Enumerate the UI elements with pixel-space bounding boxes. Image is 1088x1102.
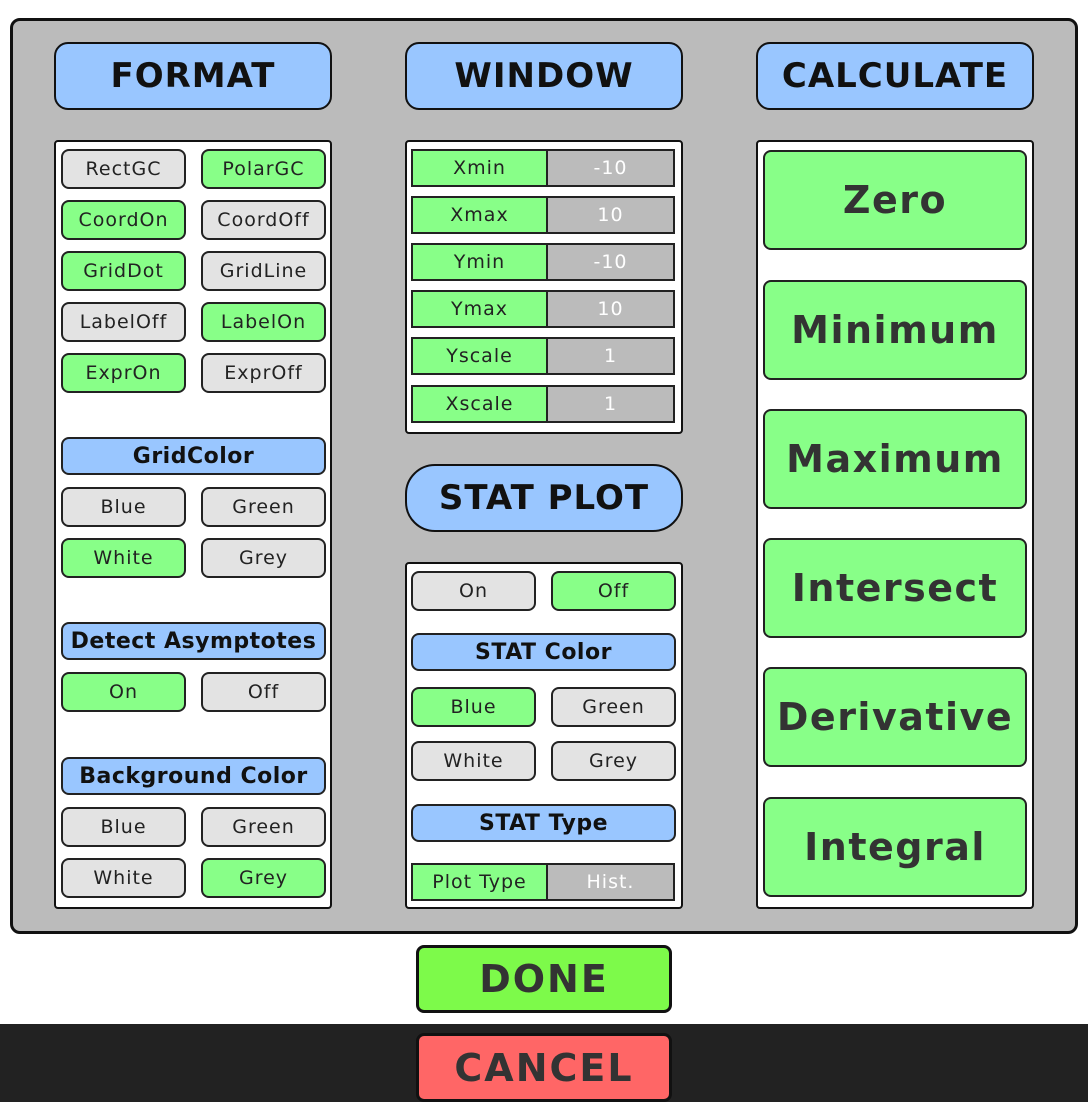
xmin-label: Xmin bbox=[413, 151, 548, 185]
bg-color-grey-button[interactable]: Grey bbox=[201, 858, 326, 898]
format-header: FORMAT bbox=[54, 42, 332, 110]
window-row-ymax: Ymax 10 bbox=[411, 290, 675, 328]
stat-on-button[interactable]: On bbox=[411, 571, 536, 611]
stat-color-title: STAT Color bbox=[411, 633, 676, 671]
derivative-button[interactable]: Derivative bbox=[763, 667, 1027, 767]
ymin-value[interactable]: -10 bbox=[548, 245, 673, 279]
expr-on-button[interactable]: ExprOn bbox=[61, 353, 186, 393]
window-row-xmin: Xmin -10 bbox=[411, 149, 675, 187]
asymptotes-off-button[interactable]: Off bbox=[201, 672, 326, 712]
expr-off-button[interactable]: ExprOff bbox=[201, 353, 326, 393]
xmax-label: Xmax bbox=[413, 198, 548, 232]
label-off-button[interactable]: LabelOff bbox=[61, 302, 186, 342]
cancel-button[interactable]: CANCEL bbox=[416, 1033, 672, 1102]
ymax-value[interactable]: 10 bbox=[548, 292, 673, 326]
yscale-value[interactable]: 1 bbox=[548, 339, 673, 373]
intersect-button[interactable]: Intersect bbox=[763, 538, 1027, 638]
window-header: WINDOW bbox=[405, 42, 683, 110]
stat-plot-box bbox=[405, 562, 683, 909]
minimum-button[interactable]: Minimum bbox=[763, 280, 1027, 380]
stat-color-green-button[interactable]: Green bbox=[551, 687, 676, 727]
grid-color-blue-button[interactable]: Blue bbox=[61, 487, 186, 527]
ymin-label: Ymin bbox=[413, 245, 548, 279]
yscale-label: Yscale bbox=[413, 339, 548, 373]
label-on-button[interactable]: LabelOn bbox=[201, 302, 326, 342]
done-button[interactable]: DONE bbox=[416, 945, 672, 1013]
rect-gc-button[interactable]: RectGC bbox=[61, 149, 186, 189]
grid-color-title: GridColor bbox=[61, 437, 326, 475]
calculate-box bbox=[756, 140, 1034, 909]
zero-button[interactable]: Zero bbox=[763, 150, 1027, 250]
xscale-value[interactable]: 1 bbox=[548, 387, 673, 421]
bg-color-blue-button[interactable]: Blue bbox=[61, 807, 186, 847]
grid-color-green-button[interactable]: Green bbox=[201, 487, 326, 527]
detect-asymptotes-title: Detect Asymptotes bbox=[61, 622, 326, 660]
polar-gc-button[interactable]: PolarGC bbox=[201, 149, 326, 189]
window-row-ymin: Ymin -10 bbox=[411, 243, 675, 281]
calculate-header: CALCULATE bbox=[756, 42, 1034, 110]
ymax-label: Ymax bbox=[413, 292, 548, 326]
xmax-value[interactable]: 10 bbox=[548, 198, 673, 232]
xmin-value[interactable]: -10 bbox=[548, 151, 673, 185]
xscale-label: Xscale bbox=[413, 387, 548, 421]
plot-type-row: Plot Type Hist. bbox=[411, 863, 675, 901]
window-row-xmax: Xmax 10 bbox=[411, 196, 675, 234]
asymptotes-on-button[interactable]: On bbox=[61, 672, 186, 712]
stat-plot-header: STAT PLOT bbox=[405, 464, 683, 532]
coord-on-button[interactable]: CoordOn bbox=[61, 200, 186, 240]
stat-type-title: STAT Type bbox=[411, 804, 676, 842]
background-color-title: Background Color bbox=[61, 757, 326, 795]
stat-color-white-button[interactable]: White bbox=[411, 741, 536, 781]
stat-color-grey-button[interactable]: Grey bbox=[551, 741, 676, 781]
grid-color-white-button[interactable]: White bbox=[61, 538, 186, 578]
coord-off-button[interactable]: CoordOff bbox=[201, 200, 326, 240]
window-row-yscale: Yscale 1 bbox=[411, 337, 675, 375]
stat-color-blue-button[interactable]: Blue bbox=[411, 687, 536, 727]
bg-color-green-button[interactable]: Green bbox=[201, 807, 326, 847]
plot-type-label: Plot Type bbox=[413, 865, 548, 899]
integral-button[interactable]: Integral bbox=[763, 797, 1027, 897]
stat-off-button[interactable]: Off bbox=[551, 571, 676, 611]
grid-color-grey-button[interactable]: Grey bbox=[201, 538, 326, 578]
plot-type-value[interactable]: Hist. bbox=[548, 865, 673, 899]
maximum-button[interactable]: Maximum bbox=[763, 409, 1027, 509]
grid-dot-button[interactable]: GridDot bbox=[61, 251, 186, 291]
window-row-xscale: Xscale 1 bbox=[411, 385, 675, 423]
bg-color-white-button[interactable]: White bbox=[61, 858, 186, 898]
grid-line-button[interactable]: GridLine bbox=[201, 251, 326, 291]
